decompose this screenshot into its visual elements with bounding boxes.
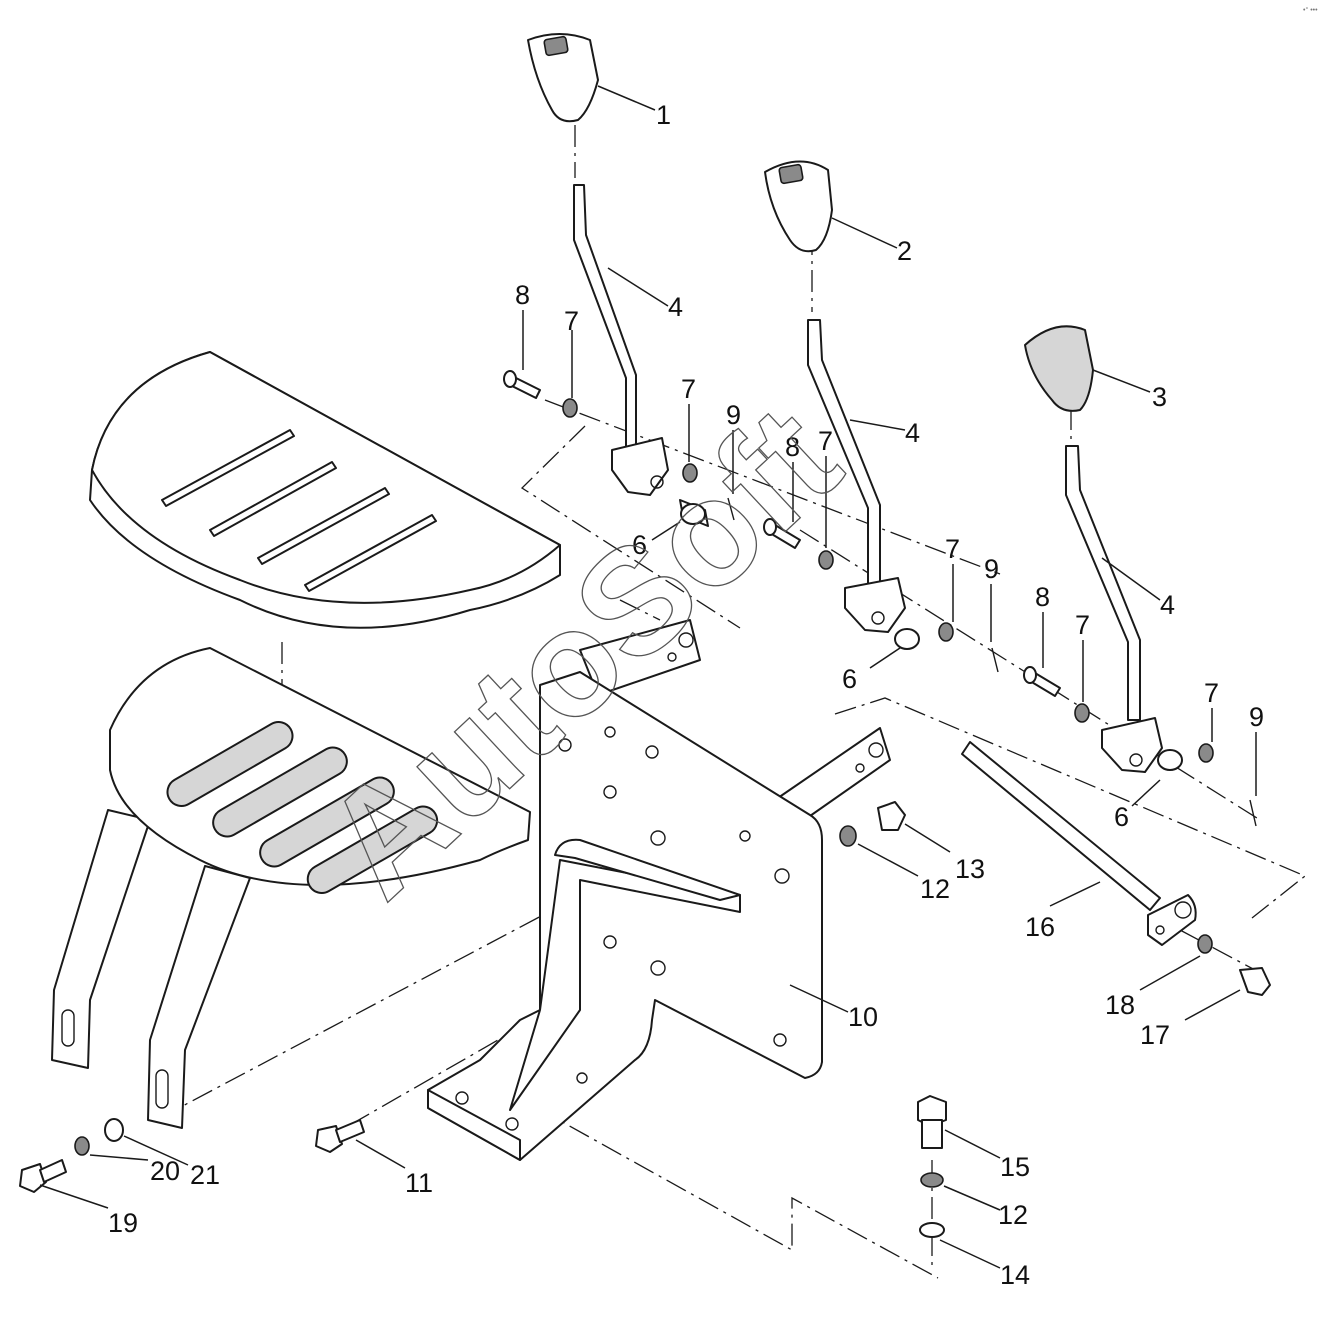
lever-assembly-2 [764,160,906,633]
bracket-frame [427,619,891,1161]
slotted-holes [166,721,439,894]
bolt-15-stack [917,1095,947,1238]
callout-12a: 12 [920,874,950,904]
bolt-19-21 [19,1118,124,1193]
callout-6b: 6 [842,664,857,694]
callout-10: 10 [848,1002,878,1032]
corner-mark: •° ••• [1303,6,1318,14]
callout-8c: 8 [1035,582,1050,612]
callout-4b: 4 [905,418,920,448]
washer-7 [562,398,1214,763]
callout-3: 3 [1152,382,1167,412]
callout-6a: 6 [632,530,647,560]
callout-leaders [39,85,1257,1269]
callout-9b: 9 [984,554,999,584]
callout-7a: 7 [564,306,579,336]
callout-7d: 7 [945,534,960,564]
callout-2: 2 [897,236,912,266]
callout-numbers: 1 2 3 4 4 4 6 6 6 7 7 7 7 7 7 8 8 8 9 9 … [108,100,1264,1290]
callout-1: 1 [656,100,671,130]
callout-9c: 9 [1249,702,1264,732]
pin-8 [503,370,1061,697]
callout-21: 21 [190,1160,220,1190]
shift-rod [961,741,1197,946]
callout-4c: 4 [1160,590,1175,620]
callout-9a: 9 [726,400,741,430]
frame-holes [455,726,790,1131]
callout-16: 16 [1025,912,1055,942]
callout-7f: 7 [1204,678,1219,708]
callout-7b: 7 [681,374,696,404]
callout-15: 15 [1000,1152,1030,1182]
cotter-pin-9 [727,497,1257,827]
callout-8a: 8 [515,280,530,310]
footrest-support [51,647,531,1129]
bolt-17-18 [1197,934,1271,996]
callout-11: 11 [405,1168,433,1198]
fasteners [19,370,1271,1238]
callout-7c: 7 [818,426,833,456]
callout-6c: 6 [1114,802,1129,832]
callout-4a: 4 [668,292,683,322]
callout-19: 19 [108,1208,138,1238]
callout-20: 20 [150,1156,180,1186]
footrest-plate [89,351,561,629]
bolt-11 [315,1119,365,1153]
callout-7e: 7 [1075,610,1090,640]
lever-assembly-1 [527,33,669,496]
callout-18: 18 [1105,990,1135,1020]
callout-14: 14 [1000,1260,1030,1290]
plate-slots [161,429,437,592]
bushing-6 [679,499,1183,771]
callout-12b: 12 [998,1200,1028,1230]
callout-13: 13 [955,854,985,884]
callout-17: 17 [1140,1020,1170,1050]
nut-washer-12-13 [839,801,906,847]
callout-8b: 8 [785,432,800,462]
lever-assembly-3 [1024,325,1163,773]
